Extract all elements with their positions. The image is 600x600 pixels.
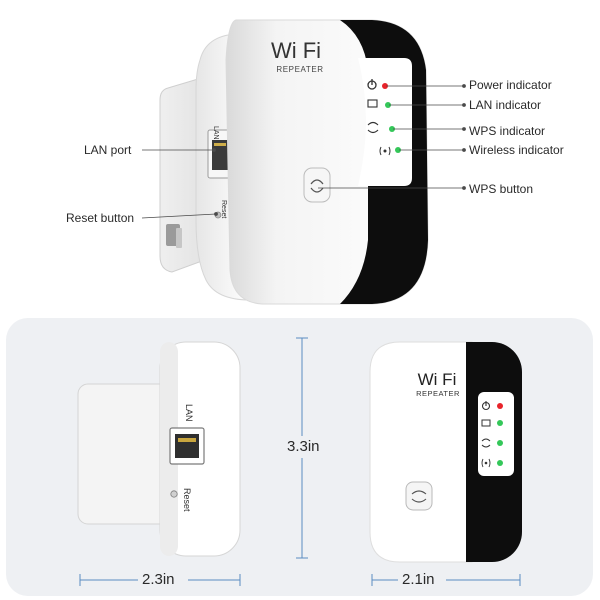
front-led-panel <box>478 392 514 476</box>
front-power-icon <box>481 401 491 411</box>
dimension-height: 3.3in <box>287 438 320 455</box>
front-wireless-led <box>497 460 503 466</box>
wps-icon <box>367 121 379 134</box>
callout-wps-indicator: WPS indicator <box>469 124 546 138</box>
power-led <box>382 83 388 89</box>
callout-lines <box>141 84 466 219</box>
front-wps-button <box>405 481 433 511</box>
front-lan-led <box>497 420 503 426</box>
callout-wireless-indicator: Wireless indicator <box>469 143 564 157</box>
wps-led <box>389 126 395 132</box>
lan-led <box>385 102 391 108</box>
brand-text: Wi Fi <box>271 38 321 63</box>
dimension-front-width: 2.1in <box>402 571 435 588</box>
front-wireless-icon <box>481 458 491 468</box>
front-device-view: Wi Fi REPEATER <box>369 341 522 563</box>
callout-lan-indicator: LAN indicator <box>469 98 542 112</box>
side-port-label: LAN <box>212 126 219 140</box>
callout-reset-button: Reset button <box>66 211 135 225</box>
power-icon <box>367 79 377 90</box>
top-device-view: Wi Fi REPEATER LAN Reset <box>159 19 429 305</box>
side-view-port-label: LAN <box>184 404 194 422</box>
front-lan-icon <box>481 419 491 427</box>
callout-lan-port: LAN port <box>84 143 132 157</box>
side-view-reset-label: Reset <box>182 488 192 512</box>
wireless-icon <box>379 146 391 156</box>
callout-power-indicator: Power indicator <box>469 78 552 92</box>
wireless-led <box>395 147 401 153</box>
wps-button <box>303 167 331 203</box>
callout-wps-button: WPS button <box>469 182 534 196</box>
dimension-side-width: 2.3in <box>142 571 175 588</box>
front-wps-led <box>497 440 503 446</box>
brand-subtext: REPEATER <box>276 65 323 74</box>
front-brand-text: Wi Fi <box>418 370 457 389</box>
front-wps-icon <box>481 438 491 448</box>
front-brand-subtext: REPEATER <box>416 389 460 398</box>
side-device-view: LAN Reset <box>77 341 241 557</box>
side-reset-label: Reset <box>220 200 227 218</box>
lan-icon <box>367 99 378 108</box>
side-view-reset-hole <box>170 490 178 498</box>
front-power-led <box>497 403 503 409</box>
